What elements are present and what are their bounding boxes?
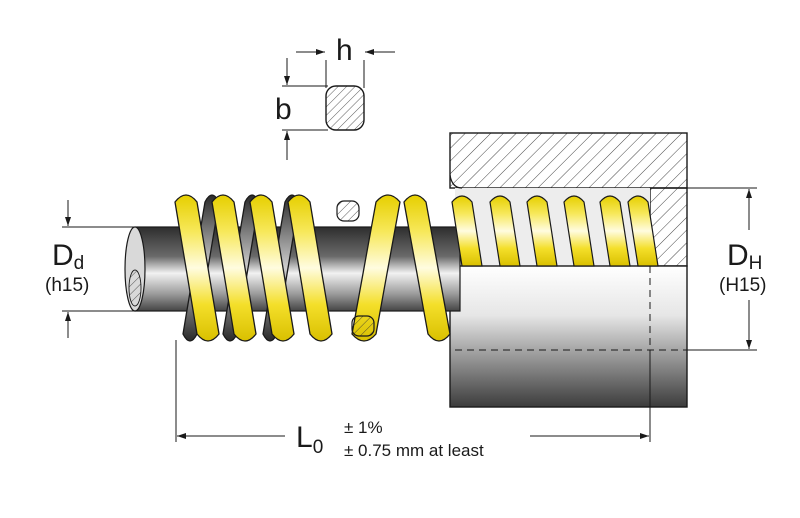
spring-coil-in-bore — [627, 195, 659, 267]
spring-coil — [249, 194, 295, 342]
label-dd-main: D — [52, 239, 74, 272]
housing-top-section — [449, 132, 688, 189]
label-dd-sub: d — [74, 253, 85, 274]
dimension-h: h — [296, 34, 395, 88]
label-b: b — [275, 93, 292, 126]
label-dh-main: D — [727, 239, 749, 272]
spring-coil — [287, 194, 333, 342]
label-h: h — [336, 34, 353, 67]
spring-coils — [174, 194, 659, 342]
spring-coil-in-bore — [526, 195, 558, 267]
housing-chamfer — [449, 174, 463, 189]
label-l0-tol-mm: ± 0.75 mm at least — [344, 441, 484, 460]
spring-coil-in-bore — [451, 195, 483, 267]
wire-profile-detail — [325, 85, 365, 131]
label-dh: DH — [727, 239, 762, 274]
spring-coil — [351, 194, 401, 342]
dimension-dh: DH (H15) — [687, 187, 767, 351]
spring-coil-in-bore — [563, 195, 595, 267]
wire-sections — [325, 85, 375, 337]
dimension-dd: Dd (h15) — [45, 200, 150, 338]
spring-coil-in-bore — [599, 195, 631, 267]
label-l0-main: L — [296, 421, 313, 454]
dimension-b: b — [275, 58, 328, 160]
label-l0: L0 — [296, 421, 323, 458]
spring-coil-in-bore — [489, 195, 521, 267]
wire-section-bottom — [351, 315, 375, 337]
label-dd: Dd — [52, 239, 84, 274]
wire-section-top — [336, 200, 360, 222]
housing — [449, 132, 688, 408]
spring-coil — [403, 194, 451, 342]
label-dh-sub: H — [749, 253, 763, 274]
spring-coil — [211, 194, 257, 342]
housing-front-body — [449, 265, 688, 408]
label-l0-sub: 0 — [313, 437, 324, 458]
rod-cut-hatch — [128, 269, 142, 307]
spring-coil — [174, 194, 220, 342]
label-dh-tolerance: (H15) — [719, 275, 767, 296]
label-l0-tol-percent: ± 1% — [344, 418, 383, 437]
dimension-l0: L0 ± 1% ± 0.75 mm at least — [175, 340, 651, 460]
label-dd-tolerance: (h15) — [45, 275, 89, 296]
